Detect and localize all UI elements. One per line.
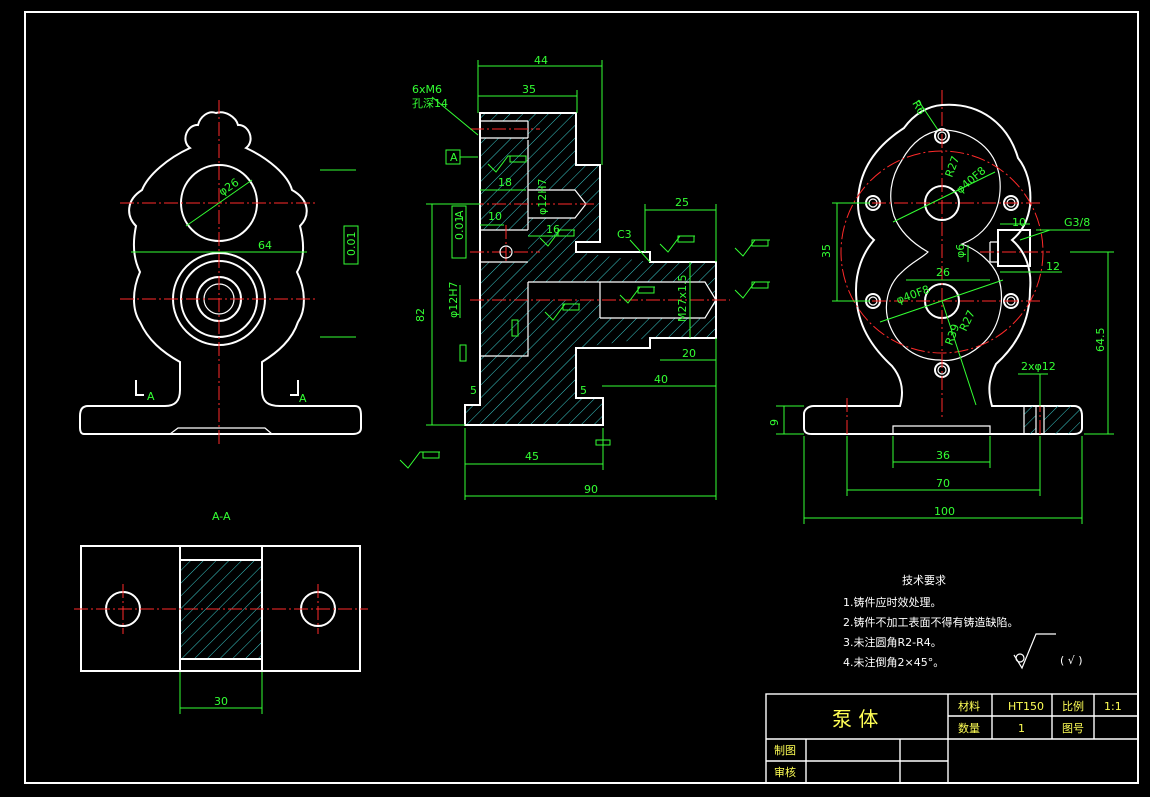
dim-26b: 26 — [936, 266, 950, 279]
dim-5-left: 5 — [470, 384, 477, 397]
dim-645: 64.5 — [1094, 328, 1107, 353]
dim-c3: C3 — [617, 228, 632, 241]
dim-64: 64 — [258, 239, 272, 252]
rough-note: ( √ ) — [1060, 654, 1083, 667]
dim-d40f8-top: φ40F8 — [954, 164, 989, 196]
rear-view: R6 R27 φ40F8 10 G3/8 35 φ6 26 12 φ40F8 R… — [768, 90, 1114, 524]
dim-90: 90 — [584, 483, 598, 496]
qty-value: 1 — [1018, 722, 1025, 735]
tech-item-1: 1.铸件应时效处理。 — [843, 595, 942, 609]
scale-label: 比例 — [1062, 699, 1084, 713]
section-mark-a-right: A — [299, 392, 307, 405]
scale-value: 1:1 — [1104, 700, 1122, 713]
tech-heading: 技术要求 — [902, 574, 946, 587]
dim-d6: φ6 — [954, 244, 967, 258]
dim-35b: 35 — [820, 244, 833, 258]
flatness-frame — [451, 205, 467, 259]
material-label: 材料 — [958, 699, 980, 713]
tech-item-3: 3.未注圆角R2-R4。 — [843, 635, 942, 649]
tech-item-4: 4.未注倒角2×45°。 — [843, 655, 944, 669]
dim-10: 10 — [488, 210, 502, 223]
dim-40: 40 — [654, 373, 668, 386]
dim-5-right: 5 — [580, 384, 587, 397]
dim-20: 20 — [682, 347, 696, 360]
tech-item-2: 2.铸件不加工表面不得有铸造缺陷。 — [843, 615, 1019, 629]
dim-depth: 孔深14 — [412, 97, 448, 110]
dim-82: 82 — [414, 308, 427, 322]
dim-g38: G3/8 — [1064, 216, 1090, 229]
dim-36: 36 — [936, 449, 950, 462]
title-block: 泵 体 材料 HT150 比例 1:1 数量 1 图号 制图 审核 — [765, 693, 1139, 784]
parallelism-frame — [343, 225, 359, 265]
section-mark-a-left: A — [147, 390, 155, 403]
side-section-view: 44 35 6xM6 孔深14 A 18 φ12H7 10 16 0.01 A … — [399, 54, 770, 500]
dim-m27: M27x1.5 — [676, 275, 689, 323]
datum-a: A — [450, 151, 458, 164]
dim-r39: R39 — [943, 322, 963, 347]
checked-label: 审核 — [774, 765, 796, 779]
material-value: HT150 — [1008, 700, 1044, 713]
dim-parallelism: 0.01 — [345, 232, 358, 257]
dim-6xm6: 6xM6 — [412, 83, 442, 96]
dim-001-label: A — [453, 210, 466, 218]
dim-100: 100 — [934, 505, 955, 518]
part-name: 泵 体 — [832, 707, 878, 731]
dim-d12h7-top: φ12H7 — [536, 178, 549, 215]
dim-2xd12: 2xφ12 — [1021, 360, 1056, 373]
dim-18: 18 — [498, 176, 512, 189]
qty-label: 数量 — [958, 722, 980, 735]
dim-44: 44 — [534, 54, 548, 67]
dim-45: 45 — [525, 450, 539, 463]
dim-r27-top: R27 — [943, 154, 963, 179]
roughness-symbol-icon — [1013, 633, 1056, 670]
dim-9: 9 — [768, 419, 781, 426]
dim-12: 12 — [1046, 260, 1060, 273]
dim-35: 35 — [522, 83, 536, 96]
technical-requirements: 技术要求 1.铸件应时效处理。 2.铸件不加工表面不得有铸造缺陷。 3.未注圆角… — [843, 574, 1083, 670]
dim-30: 30 — [214, 695, 228, 708]
drawn-label: 制图 — [774, 744, 796, 757]
dim-25: 25 — [675, 196, 689, 209]
drawing-no-label: 图号 — [1062, 722, 1084, 735]
dim-r6: R6 — [909, 98, 928, 117]
outer-frame — [24, 11, 1139, 784]
dim-10b: 10 — [1012, 216, 1026, 229]
dim-001: 0.01 — [453, 216, 466, 241]
dim-d12h7-left: φ12H7 — [447, 281, 460, 318]
section-label-aa: A-A — [212, 510, 231, 523]
dim-d26: φ26 — [216, 176, 241, 199]
front-view: A A φ26 64 0.01 — [79, 100, 362, 445]
dim-16: 16 — [546, 223, 560, 236]
dim-70: 70 — [936, 477, 950, 490]
section-a-a-view: A-A 30 — [74, 510, 368, 714]
